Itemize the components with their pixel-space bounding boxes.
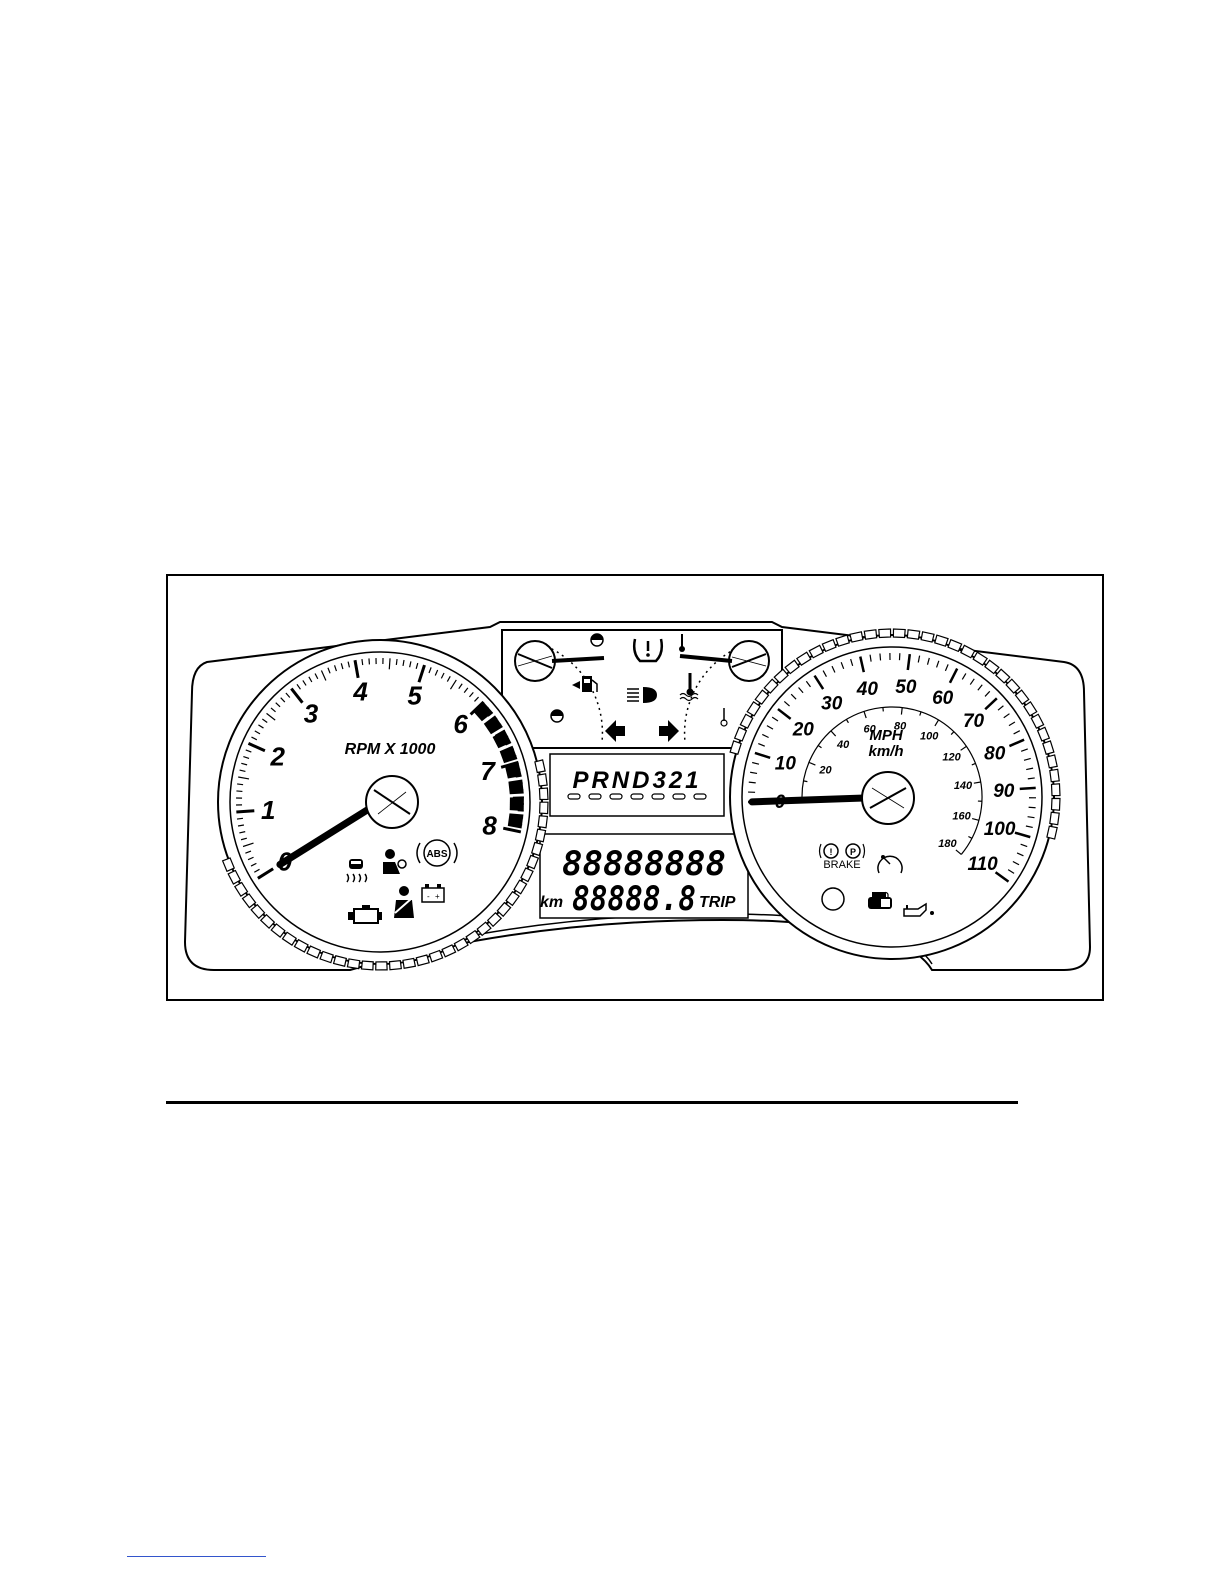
gear-dash: [568, 794, 580, 799]
mph-scale-label: 70: [963, 711, 985, 732]
gear-dash: [673, 794, 685, 799]
mph-scale-label: 40: [856, 679, 879, 700]
bezel-notch: [1050, 769, 1059, 781]
speedometer: 0102030405060708090100110 20406080100120…: [730, 629, 1060, 959]
bezel-notch: [334, 956, 347, 966]
kmh-tick: [901, 708, 902, 715]
tach-scale-label: 1: [261, 795, 275, 825]
kmh-scale-label: 180: [938, 838, 957, 850]
bezel-notch: [538, 816, 547, 828]
bezel-notch: [850, 632, 863, 642]
bezel-notch: [1052, 784, 1060, 796]
bezel-notch: [907, 630, 919, 639]
tach-scale-label: 6: [453, 709, 468, 739]
kmh-scale-label: 20: [818, 764, 832, 776]
tach-scale-label: 5: [407, 680, 422, 710]
gear-dash: [652, 794, 664, 799]
svg-text:!: !: [830, 847, 833, 857]
bezel-notch: [539, 788, 548, 800]
bezel-notch: [389, 961, 401, 970]
mph-unit-label: MPH: [869, 727, 904, 744]
gear-dash: [631, 794, 643, 799]
tach-tick: [396, 659, 397, 665]
kmh-scale-label: 120: [942, 752, 961, 764]
footer-link-rule: [127, 1556, 266, 1557]
gear-dash: [589, 794, 601, 799]
bezel-notch: [864, 630, 876, 639]
tach-scale-label: 2: [269, 741, 285, 771]
tach-scale-label: 3: [304, 699, 319, 729]
tach-scale-label: 7: [480, 756, 496, 786]
bezel-notch: [879, 629, 891, 637]
kmh-tick: [803, 781, 807, 782]
bezel-notch: [1052, 798, 1060, 810]
separator-rule: [166, 1101, 1018, 1104]
mph-tick: [880, 654, 881, 661]
tach-scale-label: 8: [482, 810, 497, 840]
gear-dash: [610, 794, 622, 799]
trip-label: TRIP: [699, 894, 736, 911]
tachometer: 012345678 RPM X 1000: [218, 640, 548, 970]
kmh-scale-label: 40: [836, 739, 850, 751]
bezel-notch: [347, 959, 359, 969]
mph-scale-label: 10: [775, 754, 797, 775]
bezel-notch: [1047, 755, 1057, 768]
bezel-notch: [1047, 826, 1057, 839]
indicator-lamp: [822, 888, 844, 910]
svg-text:P: P: [850, 847, 856, 857]
mph-scale-label: 90: [993, 781, 1015, 802]
mph-tick: [1020, 788, 1036, 789]
svg-text:ABS: ABS: [426, 849, 447, 860]
bezel-notch: [921, 632, 934, 642]
redline-segment: [510, 797, 524, 811]
bezel-notch: [540, 802, 548, 813]
kmh-unit-label: km/h: [868, 743, 903, 760]
kmh-scale-label: 140: [954, 780, 973, 792]
bezel-notch: [893, 629, 905, 637]
mph-scale-label: 20: [792, 720, 815, 741]
odometer-unit-label: km: [540, 894, 563, 911]
tach-tick: [362, 659, 363, 665]
bezel-notch: [535, 760, 545, 773]
bezel-notch: [376, 962, 387, 970]
svg-text:+: +: [435, 892, 440, 901]
mph-tick: [749, 782, 756, 783]
kmh-scale-label: 100: [920, 730, 939, 742]
mph-scale-label: 80: [984, 743, 1006, 764]
bezel-notch: [535, 829, 545, 842]
redline-segment: [508, 779, 523, 794]
mph-scale-label: 50: [895, 677, 917, 698]
odometer-top-display: 88888888: [562, 844, 726, 884]
kmh-scale-label: 160: [952, 811, 971, 823]
mph-scale-label: 30: [821, 694, 843, 715]
tachometer-label: RPM X 1000: [345, 741, 436, 758]
odometer-bottom-display: 88888.8: [572, 879, 696, 919]
mph-scale-label: 110: [967, 854, 998, 875]
instrument-cluster-figure: PRND321 88888888 km 88888.8 TRIP 0123456…: [166, 574, 1104, 1001]
bezel-notch: [403, 958, 415, 968]
tach-tick: [237, 784, 243, 785]
tach-tick: [389, 658, 390, 669]
gear-dash: [694, 794, 706, 799]
tach-tick: [237, 818, 243, 819]
brake-label: BRAKE: [823, 859, 860, 871]
tach-tick: [236, 811, 254, 812]
bezel-notch: [1050, 812, 1059, 824]
mph-scale-label: 100: [984, 819, 1016, 840]
tach-scale-label: 4: [352, 677, 368, 707]
gear-indicator-text: PRND321: [572, 767, 701, 794]
instrument-cluster-diagram: PRND321 88888888 km 88888.8 TRIP 0123456…: [168, 576, 1102, 999]
redline-segment: [508, 813, 524, 828]
mph-tick: [1029, 807, 1036, 808]
bezel-notch: [362, 961, 374, 970]
mph-scale-label: 60: [932, 688, 954, 709]
svg-text:-: -: [427, 892, 430, 901]
bezel-notch: [538, 774, 547, 786]
